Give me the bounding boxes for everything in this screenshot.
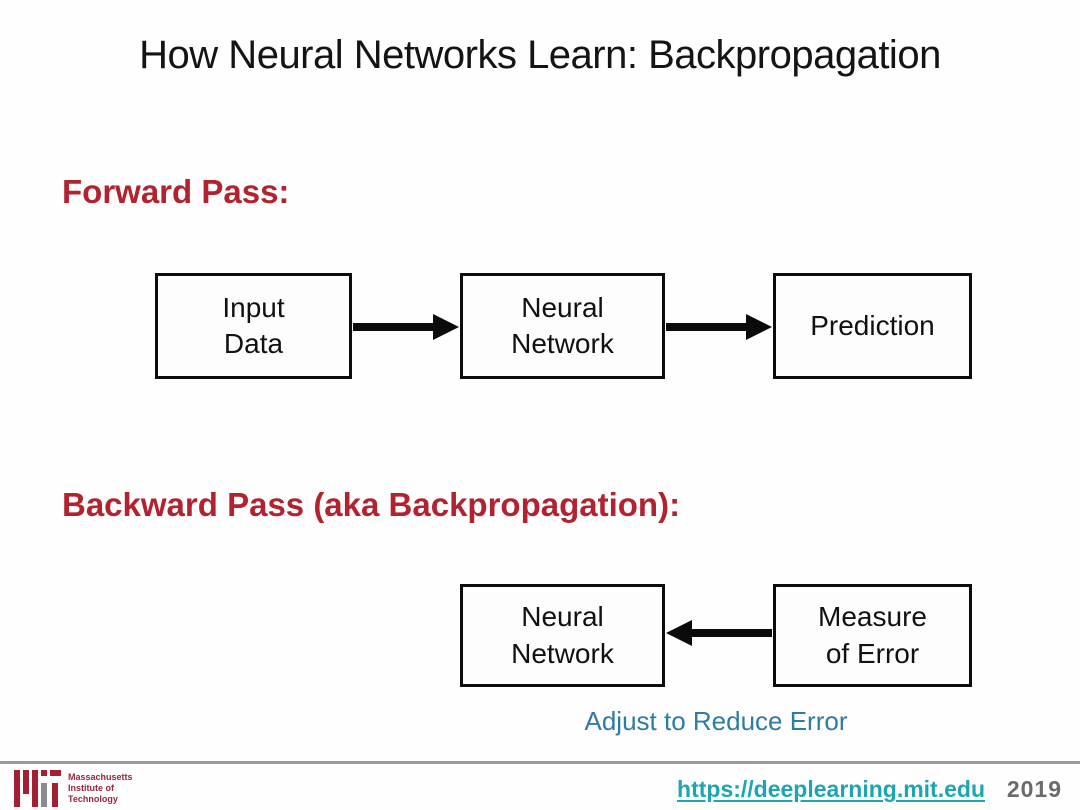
arrow-shaft (666, 323, 752, 331)
arrow-head (746, 314, 772, 340)
arrow-shaft (353, 323, 439, 331)
footer-year: 2019 (1006, 776, 1062, 802)
flow-box-measure-of-error: Measure of Error (773, 584, 972, 687)
mit-logo-bar (41, 770, 47, 776)
deeplearning-url-link[interactable]: https://deeplearning.mit.edu (677, 776, 985, 802)
backward-pass-label: Backward Pass (aka Backpropagation): (62, 486, 681, 523)
mit-logo-crossbar (50, 770, 61, 776)
flow-box-neural-network-backward: Neural Network (460, 584, 665, 687)
arrow-right-icon (353, 314, 459, 340)
footer-divider (0, 761, 1080, 764)
mit-logo-icon (14, 770, 61, 807)
arrow-head (433, 314, 459, 340)
mit-logo-bar (52, 783, 58, 807)
arrow-left-icon (666, 620, 772, 646)
arrow-head (666, 620, 692, 646)
flow-box-prediction: Prediction (773, 273, 972, 379)
flow-box-neural-network-forward: Neural Network (460, 273, 665, 379)
institution-name: Massachusetts Institute of Technology (68, 772, 133, 804)
flow-box-input-data: Input Data (155, 273, 352, 379)
arrow-right-icon (666, 314, 772, 340)
adjust-to-reduce-error-caption: Adjust to Reduce Error (584, 706, 848, 736)
forward-pass-label: Forward Pass: (62, 173, 290, 210)
mit-logo-bar (14, 770, 20, 807)
mit-logo-bar (32, 770, 38, 807)
slide-title: How Neural Networks Learn: Backpropagati… (139, 33, 941, 77)
arrow-shaft (686, 629, 772, 637)
mit-logo-bar-gray (41, 783, 47, 807)
mit-logo-bar (23, 770, 29, 794)
